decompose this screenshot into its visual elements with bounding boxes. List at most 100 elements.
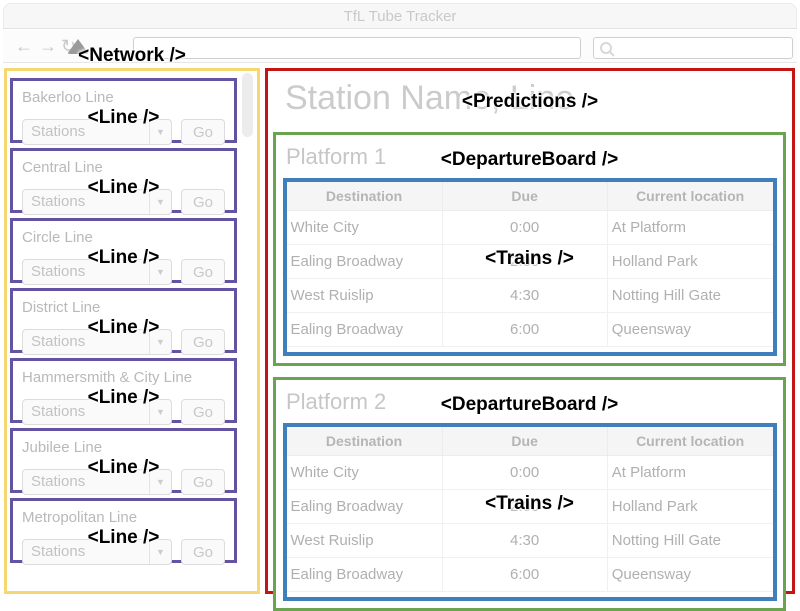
table-row: West Ruislip 4:30 Notting Hill Gate [286, 523, 773, 558]
network-component-box: <Network /> Bakerloo Line Stations ▼ Go … [4, 45, 260, 594]
stations-select[interactable]: Stations ▼ [22, 119, 172, 145]
table-row: Ealing Broadway 6:00 Queensway [286, 557, 773, 592]
table-header-row: Destination Due Current location [286, 182, 773, 211]
cell-destination: Ealing Broadway [286, 312, 443, 347]
stations-select[interactable]: Stations ▼ [22, 259, 172, 285]
forward-icon[interactable]: → [39, 36, 57, 56]
line-name: District Line [22, 299, 101, 316]
go-button[interactable]: Go [181, 539, 225, 565]
table-row: West Ruislip 4:30 Notting Hill Gate [286, 278, 773, 313]
header-destination: Destination [286, 427, 443, 456]
cell-due: 0:00 [441, 455, 608, 490]
header-destination: Destination [286, 182, 443, 211]
chevron-down-icon: ▼ [149, 330, 171, 354]
line-panel-district: District Line Stations ▼ Go <Line /> [10, 288, 237, 355]
stations-select-placeholder: Stations [31, 263, 86, 280]
cell-due: 2:00 [441, 489, 608, 524]
chevron-down-icon: ▼ [149, 540, 171, 564]
cell-destination: Ealing Broadway [286, 244, 443, 279]
sidebar-scrollbar-thumb[interactable] [242, 73, 253, 137]
departure-board-platform-2: <DepartureBoard /> Platform 2 <Trains />… [273, 377, 786, 611]
header-current-location: Current location [606, 427, 773, 456]
stations-select-placeholder: Stations [31, 123, 86, 140]
trains-table: Destination Due Current location White C… [286, 182, 773, 347]
search-input[interactable] [618, 38, 790, 58]
go-button[interactable]: Go [181, 469, 225, 495]
cell-location: At Platform [606, 455, 773, 490]
cell-location: Holland Park [606, 244, 773, 279]
chevron-down-icon: ▼ [149, 190, 171, 214]
go-button[interactable]: Go [181, 119, 225, 145]
line-panel-metropolitan: Metropolitan Line Stations ▼ Go <Line /> [10, 498, 237, 565]
table-row: Ealing Broadway 6:00 Queensway [286, 312, 773, 347]
window-title: TfL Tube Tracker [343, 7, 457, 25]
stations-select-placeholder: Stations [31, 333, 86, 350]
line-name: Bakerloo Line [22, 89, 114, 106]
cell-location: Queensway [606, 557, 773, 592]
cell-location: Notting Hill Gate [606, 523, 773, 558]
line-name: Jubilee Line [22, 439, 103, 456]
search-icon [600, 42, 615, 57]
cell-destination: White City [286, 455, 443, 490]
chevron-down-icon: ▼ [149, 260, 171, 284]
stations-select[interactable]: Stations ▼ [22, 189, 172, 215]
stations-select[interactable]: Stations ▼ [22, 469, 172, 495]
cell-destination: West Ruislip [286, 523, 443, 558]
stations-select-placeholder: Stations [31, 193, 86, 210]
cell-due: 4:30 [441, 523, 608, 558]
search-field[interactable] [593, 37, 793, 59]
line-panel-central: Central Line Stations ▼ Go <Line /> [10, 148, 237, 215]
go-button[interactable]: Go [181, 329, 225, 355]
table-row: Ealing Broadway 2:00 Holland Park [286, 489, 773, 524]
cell-location: Queensway [606, 312, 773, 347]
address-bar-input[interactable] [133, 37, 581, 59]
cell-destination: Ealing Broadway [286, 557, 443, 592]
platform-title: Platform 1 [286, 144, 387, 169]
chevron-down-icon: ▼ [149, 400, 171, 424]
stations-select[interactable]: Stations ▼ [22, 539, 172, 565]
cell-destination: Ealing Broadway [286, 489, 443, 524]
line-name: Metropolitan Line [22, 509, 138, 526]
table-row: Ealing Broadway 2:00 Holland Park [286, 244, 773, 279]
cell-due: 2:00 [441, 244, 608, 279]
stations-select-placeholder: Stations [31, 403, 86, 420]
cell-location: At Platform [606, 210, 773, 245]
table-row: White City 0:00 At Platform [286, 455, 773, 490]
chevron-down-icon: ▼ [149, 470, 171, 494]
window-titlebar: TfL Tube Tracker [3, 3, 797, 29]
stations-select[interactable]: Stations ▼ [22, 399, 172, 425]
home-icon[interactable] [67, 39, 89, 54]
go-button[interactable]: Go [181, 259, 225, 285]
cell-destination: White City [286, 210, 443, 245]
stations-select[interactable]: Stations ▼ [22, 329, 172, 355]
cell-location: Holland Park [606, 489, 773, 524]
cell-destination: West Ruislip [286, 278, 443, 313]
go-button[interactable]: Go [181, 189, 225, 215]
trains-component-box: <Trains /> Destination Due Current locat… [282, 423, 777, 601]
line-name: Circle Line [22, 229, 93, 246]
header-current-location: Current location [606, 182, 773, 211]
header-due: Due [441, 182, 608, 211]
cell-location: Notting Hill Gate [606, 278, 773, 313]
station-title: Station Name, Line [285, 79, 575, 117]
cell-due: 6:00 [441, 312, 608, 347]
table-header-row: Destination Due Current location [286, 427, 773, 456]
cell-due: 0:00 [441, 210, 608, 245]
back-icon[interactable]: ← [15, 36, 33, 56]
line-name: Central Line [22, 159, 103, 176]
predictions-component-box: <Predictions /> Station Name, Line <Depa… [265, 68, 795, 611]
line-panel-circle: Circle Line Stations ▼ Go <Line /> [10, 218, 237, 285]
line-panel-bakerloo: Bakerloo Line Stations ▼ Go <Line /> [10, 78, 237, 145]
header-due: Due [441, 427, 608, 456]
cell-due: 6:00 [441, 557, 608, 592]
stations-select-placeholder: Stations [31, 473, 86, 490]
departure-board-platform-1: <DepartureBoard /> Platform 1 <Trains />… [273, 132, 786, 366]
cell-due: 4:30 [441, 278, 608, 313]
line-panel-jubilee: Jubilee Line Stations ▼ Go <Line /> [10, 428, 237, 495]
line-panel-hammersmith-city: Hammersmith & City Line Stations ▼ Go <L… [10, 358, 237, 425]
line-name: Hammersmith & City Line [22, 369, 193, 386]
table-row: White City 0:00 At Platform [286, 210, 773, 245]
go-button[interactable]: Go [181, 399, 225, 425]
stations-select-placeholder: Stations [31, 543, 86, 560]
trains-table: Destination Due Current location White C… [286, 427, 773, 592]
